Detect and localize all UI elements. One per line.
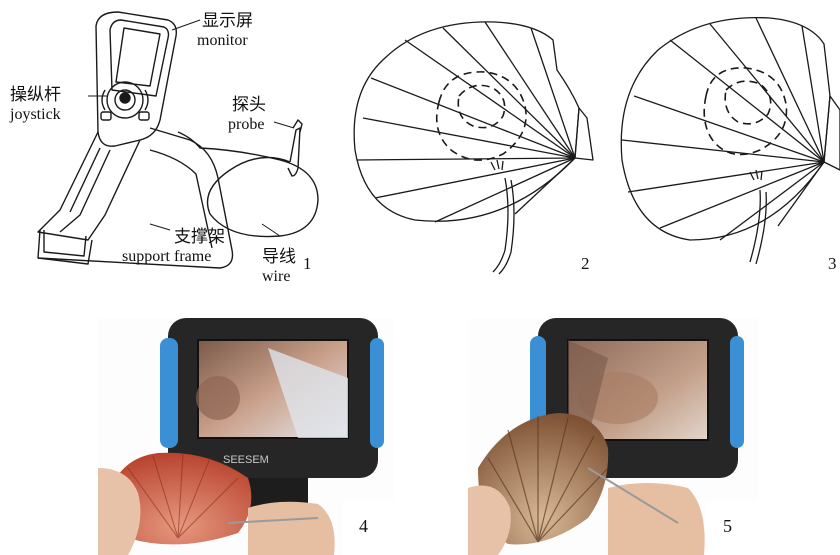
- panel-5-number-box: 5: [706, 501, 758, 555]
- monitor-label-en: monitor: [197, 32, 248, 50]
- panel-4-photo-red-scallop: SEESEM 4: [98, 318, 394, 555]
- panel-number-5: 5: [723, 516, 732, 537]
- panel-1-device-drawing: 显示屏 monitor 操纵杆 joystick 探头 probe 支撑架 su…: [0, 0, 330, 290]
- panel-number-1: 1: [303, 254, 312, 274]
- panel-5-photo-brown-scallop: 5: [468, 318, 758, 555]
- support-frame-label-en: support frame: [122, 248, 211, 266]
- scallop-illustration-b: [610, 0, 840, 290]
- probe-label-zh: 探头: [232, 90, 266, 115]
- panel-2-scallop-probe-drawing: 2: [335, 0, 605, 290]
- panel-number-2: 2: [581, 254, 590, 274]
- joystick-label-zh: 操纵杆: [10, 80, 61, 105]
- panel-number-3: 3: [828, 254, 837, 274]
- wire-label-zh: 导线: [262, 242, 296, 267]
- panel-4-number-box: 4: [342, 501, 394, 555]
- wire-label-en: wire: [262, 268, 290, 286]
- monitor-label-zh: 显示屏: [202, 6, 253, 31]
- scallop-illustration-a: [335, 0, 605, 290]
- joystick-label-en: joystick: [10, 106, 61, 124]
- panel-number-4: 4: [359, 516, 368, 537]
- device-brand-text: SEESEM: [223, 454, 269, 466]
- probe-label-en: probe: [228, 116, 264, 134]
- panel-3-scallop-probe-drawing: 3: [610, 0, 840, 290]
- support-frame-label-zh: 支撑架: [174, 222, 225, 247]
